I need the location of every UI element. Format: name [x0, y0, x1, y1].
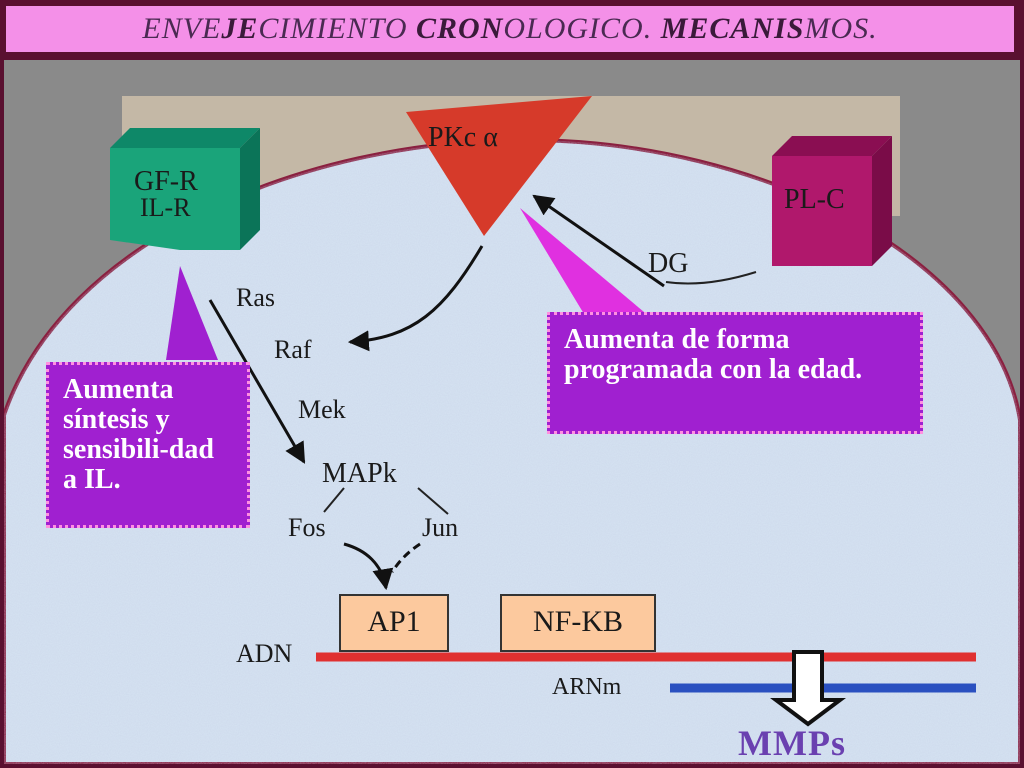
adn-label: ADN — [236, 639, 293, 668]
mapk-label: MAPk — [322, 458, 397, 489]
slide-title: ENVEJECIMIENTO CRONOLOGICO. MECANISMOS. — [4, 4, 1016, 54]
right-callout-pointer — [520, 208, 644, 314]
pkc-label: PKc α — [428, 122, 498, 153]
plc-label: PL-C — [784, 184, 845, 215]
gfr-receptor: GF-R IL-R — [110, 128, 260, 250]
pkc-alpha-receptor: PKc α — [406, 96, 592, 236]
fos-label: Fos — [288, 513, 326, 542]
mmps-down-arrow — [770, 650, 846, 727]
mapk-to-jun-line — [417, 487, 449, 515]
jun-to-ap1-arrow — [390, 542, 421, 573]
fos-to-ap1-arrow — [343, 542, 394, 591]
mmps-label: MMPs — [738, 723, 846, 763]
gfr-label-line1: GF-R — [134, 166, 198, 197]
mek-label: Mek — [298, 395, 346, 424]
dg-line — [665, 271, 757, 285]
ap1-box: AP1 — [339, 594, 449, 652]
ras-label: Ras — [236, 283, 275, 312]
arnm-label: ARNm — [552, 674, 622, 700]
dg-label: DG — [648, 248, 688, 279]
cell-texture — [4, 140, 1020, 764]
dg-to-pkc-arrow — [532, 194, 665, 288]
left-callout-pointer — [166, 266, 218, 360]
plc-receptor: PL-C — [772, 136, 892, 266]
right-callout: Aumenta de forma programada con la edad. — [547, 312, 923, 434]
gfr-label-line2: IL-R — [140, 193, 191, 222]
ras-to-mapk-arrow — [208, 299, 306, 464]
pkc-to-raf-arrow — [347, 245, 484, 352]
jun-label: Jun — [422, 513, 458, 542]
mapk-to-fos-line — [323, 487, 345, 513]
left-callout: Aumenta síntesis y sensibili-dad a IL. — [46, 362, 250, 528]
nfkb-box: NF-KB — [500, 594, 656, 652]
raf-label: Raf — [274, 335, 312, 364]
